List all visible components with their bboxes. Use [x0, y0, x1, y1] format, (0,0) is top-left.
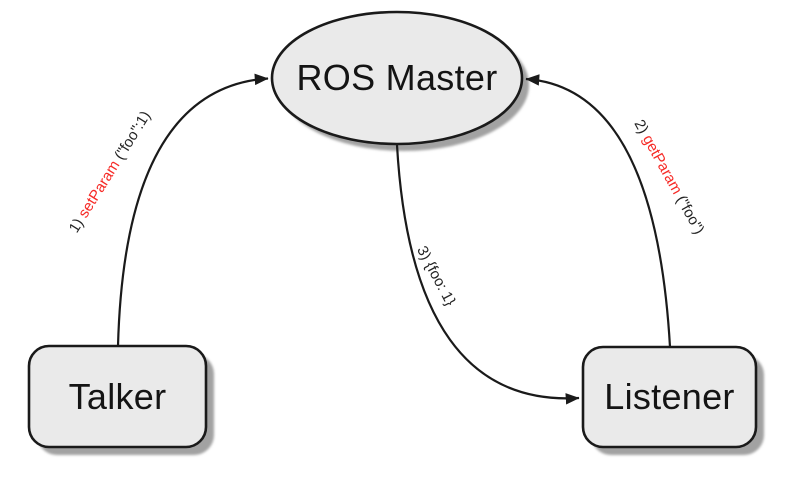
listener-node — [581, 345, 758, 449]
talker-node — [27, 344, 208, 449]
ros-master-node — [270, 10, 524, 146]
edge-setparam-arrow — [116, 73, 269, 347]
edge-getparam-arrow — [525, 74, 672, 348]
edge-value-arrow — [395, 144, 580, 405]
